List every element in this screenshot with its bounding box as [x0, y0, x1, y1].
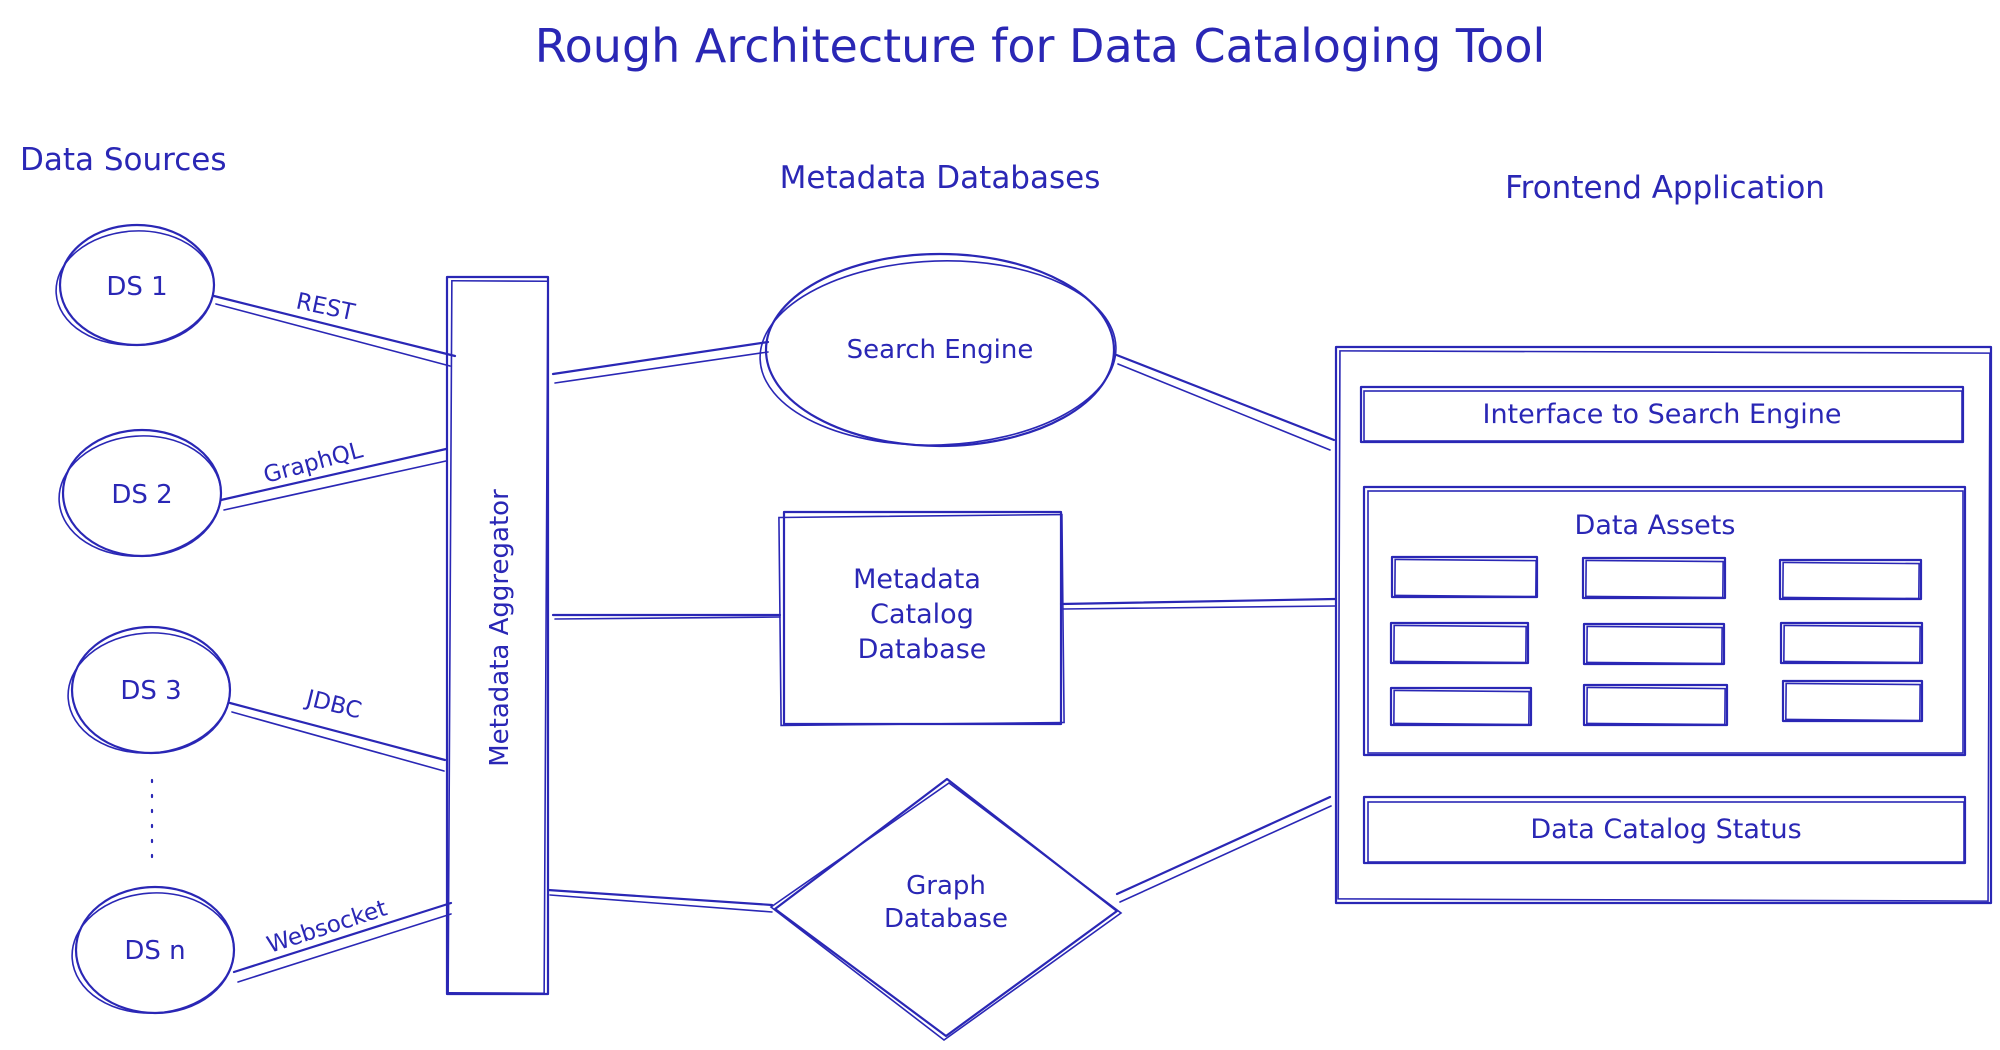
graph-database-node: Graph Database — [769, 777, 1123, 1041]
graph-database-label-line1: Graph — [906, 871, 986, 901]
section-heading-data-sources: Data Sources — [20, 142, 227, 178]
connector-dsn-aggregator: Websocket — [232, 896, 453, 983]
data-source-node-n: DS n — [71, 885, 236, 1015]
data-asset-item-9 — [1781, 679, 1924, 723]
metadata-aggregator-label: Metadata Aggregator — [485, 489, 515, 767]
protocol-label-graphql: GraphQL — [261, 437, 366, 488]
connector-aggregator-graph-database — [546, 888, 774, 913]
data-source-node-2: DS 2 — [58, 428, 223, 558]
data-asset-item-5 — [1582, 622, 1726, 666]
diagram-title: Rough Architecture for Data Cataloging T… — [535, 19, 1546, 73]
connector-ds3-aggregator: JDBC — [228, 685, 447, 772]
data-asset-item-3 — [1778, 558, 1923, 601]
catalog-database-label-line3: Database — [858, 634, 987, 665]
data-asset-item-8 — [1582, 683, 1729, 727]
data-asset-item-6 — [1779, 621, 1924, 665]
connector-graph-database-frontend — [1115, 795, 1332, 903]
section-heading-metadata-databases: Metadata Databases — [780, 160, 1101, 196]
data-source-node-3: DS 3 — [67, 625, 232, 755]
search-interface-panel: Interface to Search Engine — [1359, 385, 1965, 444]
search-interface-label: Interface to Search Engine — [1482, 399, 1841, 430]
data-asset-item-2 — [1581, 556, 1727, 600]
connector-ds1-aggregator: REST — [212, 288, 457, 367]
protocol-label-jdbc: JDBC — [302, 685, 365, 724]
connector-aggregator-catalog-database — [551, 613, 782, 620]
graph-database-label-line2: Database — [884, 904, 1008, 934]
data-assets-panel: Data Assets — [1362, 485, 1967, 757]
data-source-node-1: DS 1 — [55, 223, 216, 347]
connector-ds2-aggregator: GraphQL — [219, 437, 448, 511]
data-source-label-3: DS 3 — [120, 676, 181, 706]
metadata-catalog-database-node: Metadata Catalog Database — [778, 510, 1065, 727]
protocol-label-websocket: Websocket — [264, 896, 390, 959]
catalog-status-label: Data Catalog Status — [1530, 814, 1801, 845]
connector-aggregator-search-engine — [551, 340, 770, 384]
data-assets-label: Data Assets — [1575, 510, 1736, 541]
data-asset-item-7 — [1389, 686, 1533, 727]
data-source-label-n: DS n — [124, 936, 185, 966]
catalog-database-label-line2: Catalog — [870, 599, 974, 630]
data-asset-item-4 — [1389, 621, 1530, 665]
search-engine-node: Search Engine — [759, 252, 1117, 448]
protocol-label-rest: REST — [294, 288, 358, 326]
catalog-database-label-line1: Metadata — [853, 564, 981, 595]
catalog-status-panel: Data Catalog Status — [1362, 795, 1967, 865]
search-engine-label: Search Engine — [847, 335, 1034, 365]
metadata-aggregator: Metadata Aggregator — [445, 275, 550, 996]
frontend-application-window — [1334, 345, 1993, 905]
connector-search-engine-frontend — [1112, 352, 1336, 451]
data-asset-item-1 — [1390, 555, 1539, 599]
connector-catalog-database-frontend — [1059, 597, 1337, 610]
data-source-label-2: DS 2 — [111, 480, 172, 510]
data-source-label-1: DS 1 — [106, 272, 167, 302]
section-heading-frontend-application: Frontend Application — [1505, 170, 1825, 206]
